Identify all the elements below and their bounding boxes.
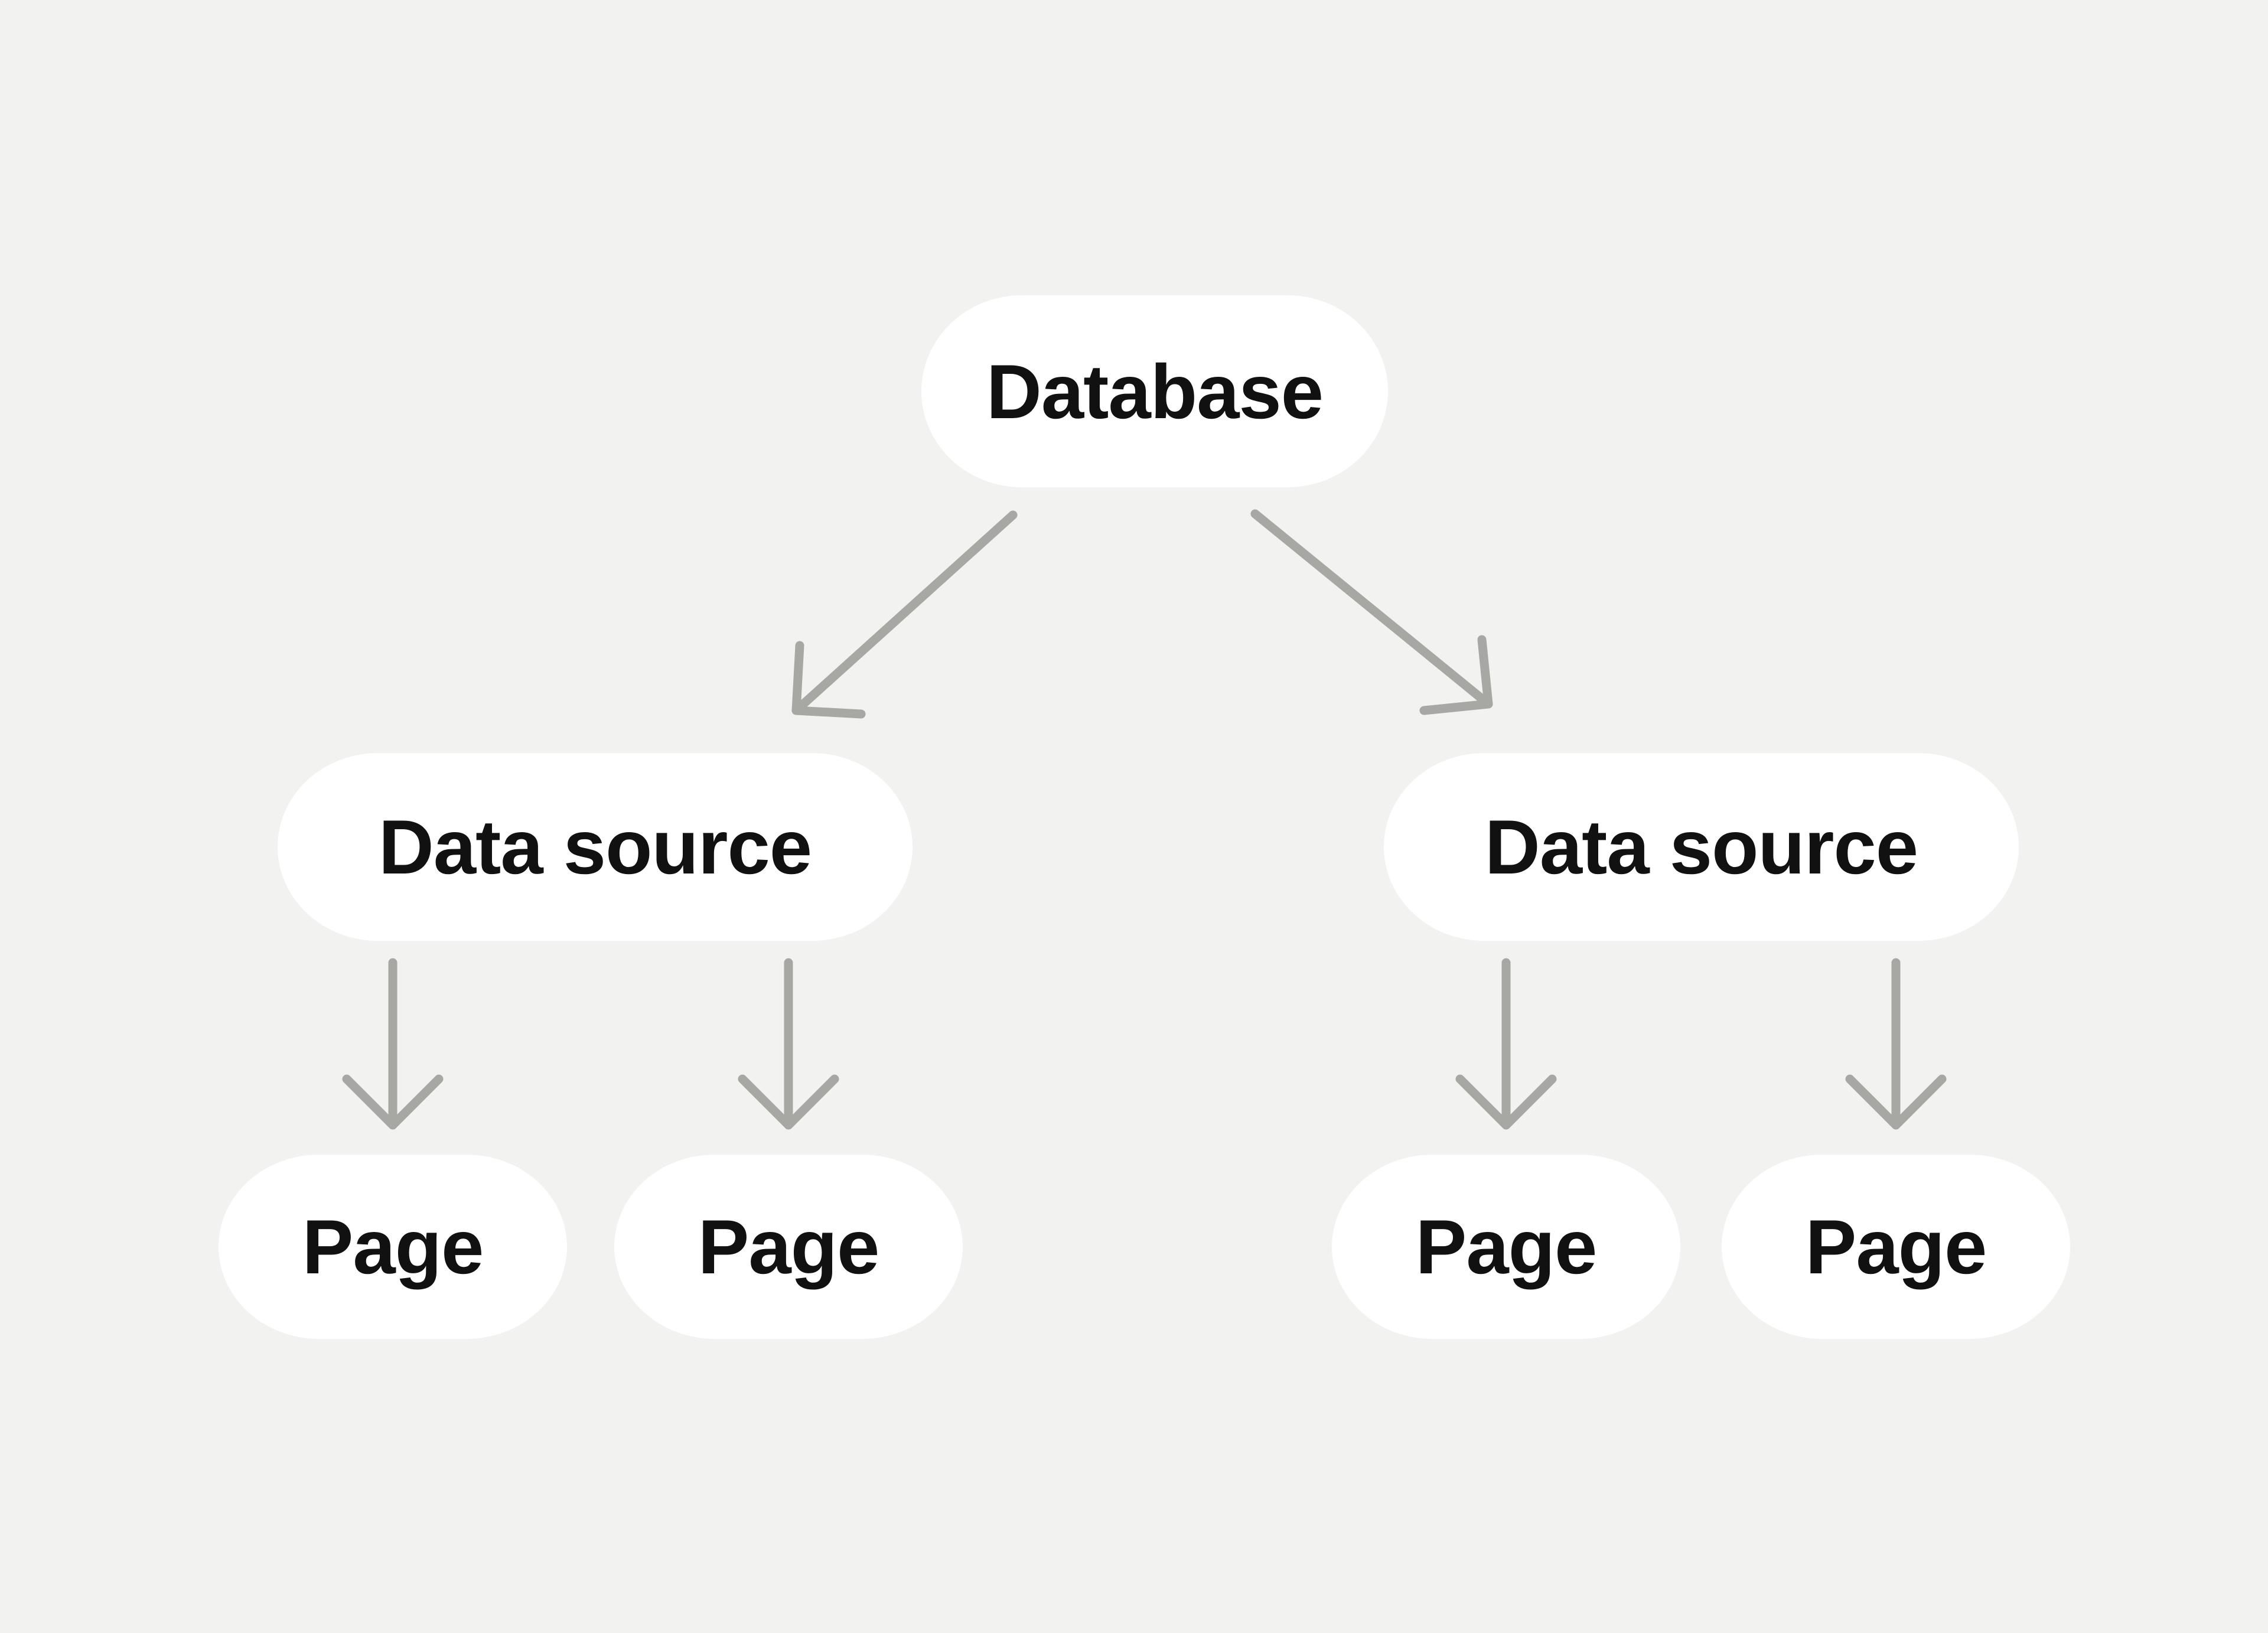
- arrow-datasource-2-to-page-3: [1455, 958, 1557, 1130]
- page-node-2-label: Page: [698, 1204, 880, 1290]
- data-source-node-1-label: Data source: [378, 804, 812, 890]
- arrow-database-to-datasource-1: [791, 510, 1018, 719]
- database-node: Database: [921, 295, 1388, 487]
- page-node-4: Page: [1722, 1155, 2070, 1339]
- data-source-node-2: Data source: [1384, 753, 2019, 941]
- page-node-4-label: Page: [1805, 1204, 1987, 1290]
- arrow-datasource-1-to-page-2: [738, 958, 839, 1130]
- page-node-2: Page: [614, 1155, 963, 1339]
- data-source-node-1: Data source: [278, 753, 913, 941]
- page-node-3-label: Page: [1415, 1204, 1598, 1290]
- page-node-1-label: Page: [302, 1204, 484, 1290]
- database-node-label: Database: [986, 348, 1324, 435]
- arrow-datasource-1-to-page-1: [342, 958, 444, 1130]
- arrow-database-to-datasource-2: [1250, 509, 1493, 715]
- arrow-datasource-2-to-page-4: [1845, 958, 1947, 1130]
- page-node-3: Page: [1332, 1155, 1680, 1339]
- data-source-node-2-label: Data source: [1484, 804, 1918, 890]
- page-node-1: Page: [219, 1155, 567, 1339]
